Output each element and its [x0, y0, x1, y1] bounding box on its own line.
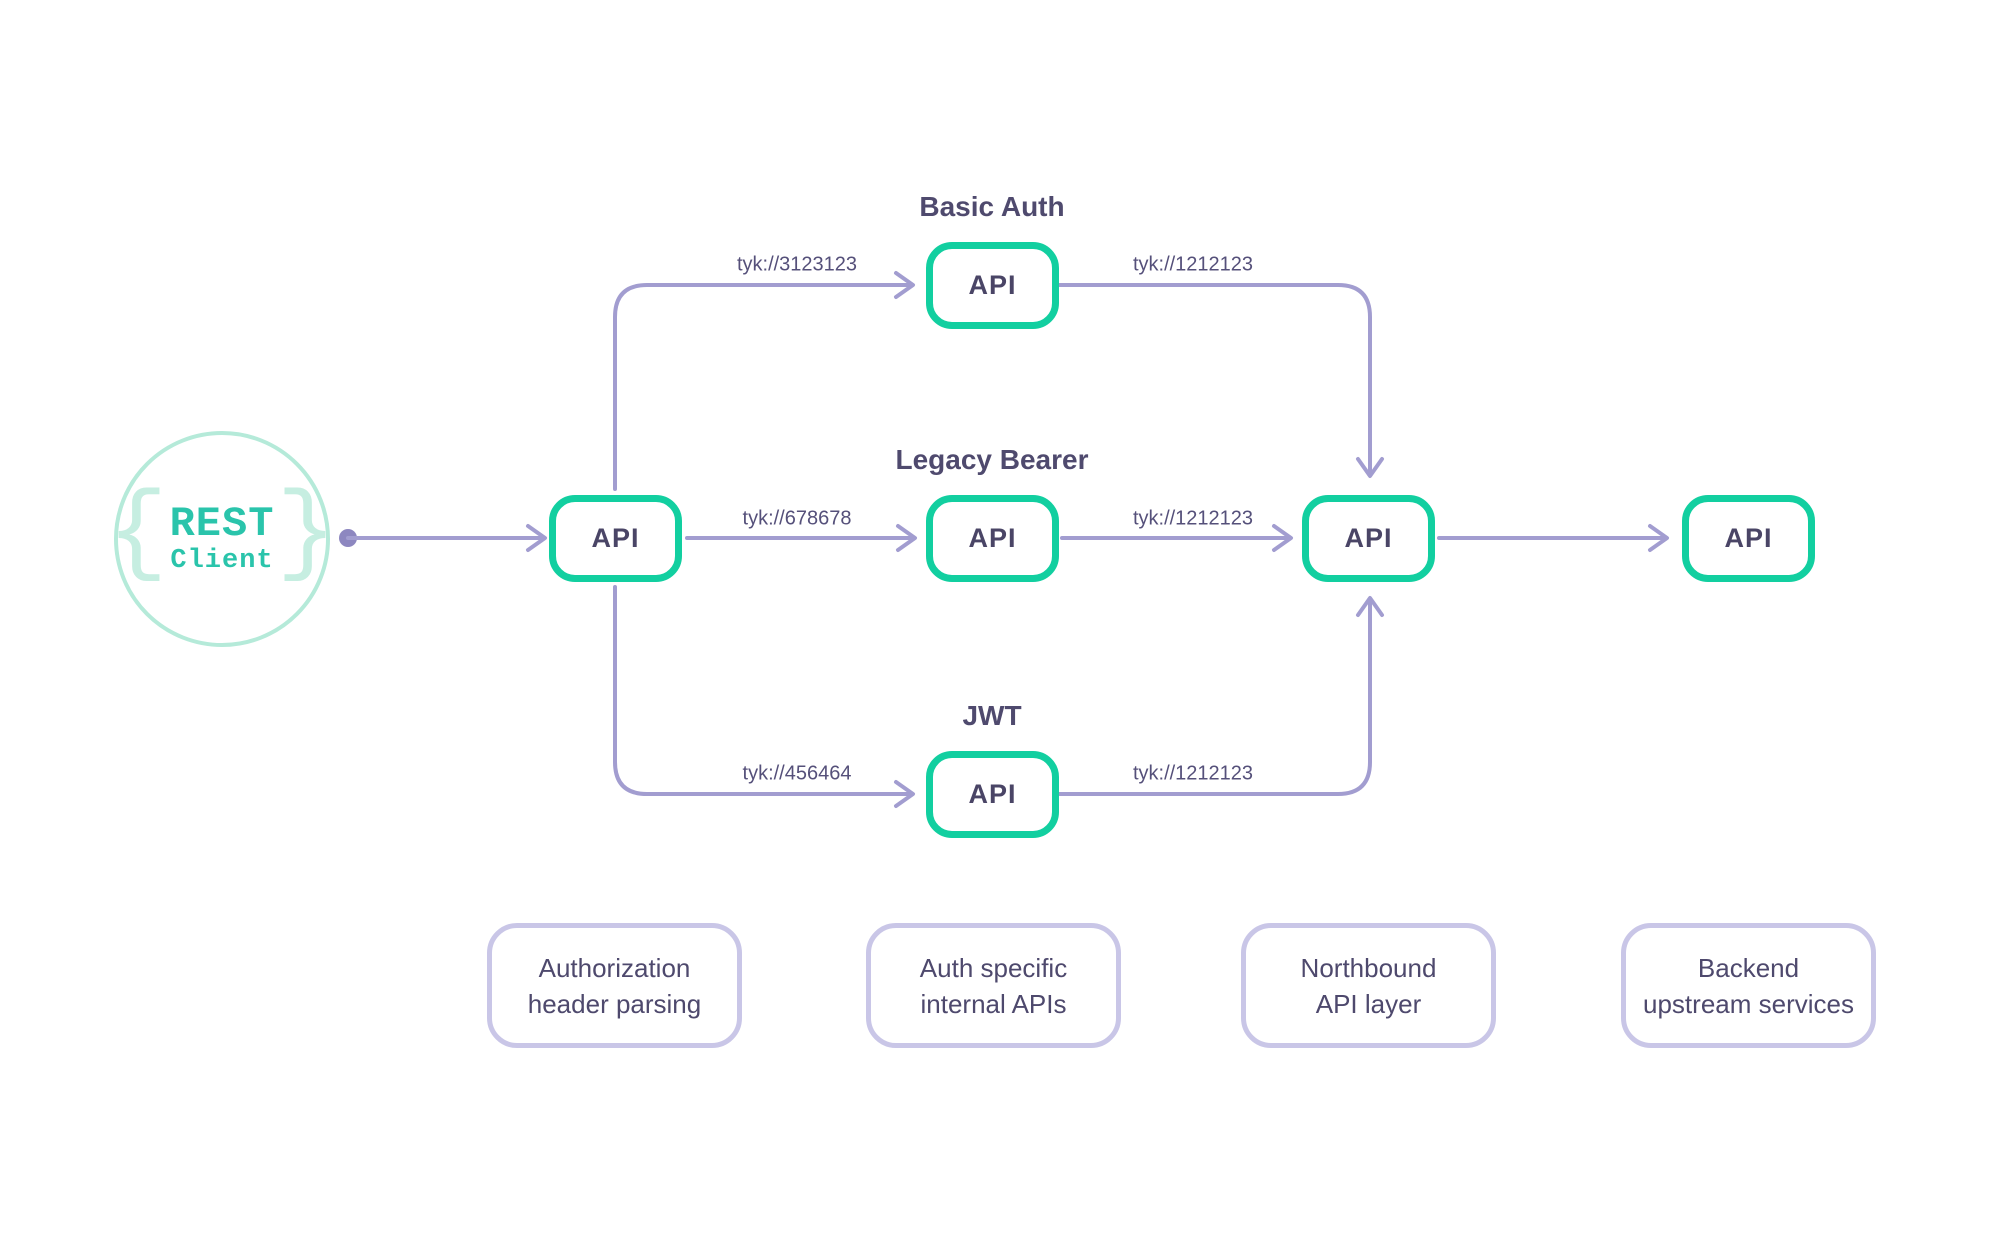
rest-client-words: REST Client — [170, 502, 275, 576]
note-line-2: API layer — [1315, 988, 1422, 1019]
api-node-northbound: API — [1302, 495, 1435, 582]
group-title-jwt: JWT — [962, 700, 1022, 731]
api-node-label: API — [968, 270, 1017, 300]
note-backend-upstream-services: Backend upstream services — [1621, 923, 1876, 1048]
note-line-2: upstream services — [1643, 988, 1854, 1019]
left-brace-icon: { — [107, 478, 168, 591]
arrowhead-right-icon — [526, 524, 547, 552]
edge-label-gateway-to-legacy: tyk://678678 — [742, 507, 852, 530]
edge-jwt-to-northbound — [1057, 601, 1372, 796]
arrowhead-up-icon — [1356, 596, 1384, 617]
edge-label-basic-to-northbound: tyk://1212123 — [1132, 253, 1254, 276]
note-authorization-header-parsing: Authorization header parsing — [487, 923, 742, 1048]
arrowhead-down-icon — [1356, 457, 1384, 478]
api-node-legacy-bearer: API — [926, 495, 1059, 582]
edge-basic-to-northbound — [1057, 283, 1372, 473]
arrowhead-right-icon — [1648, 524, 1669, 552]
arrowhead-right-icon — [894, 780, 915, 808]
group-title-legacy-bearer: Legacy Bearer — [895, 444, 1089, 475]
rest-client-title: REST — [169, 500, 275, 548]
api-node-label: API — [1724, 523, 1773, 553]
rest-client-node: { REST Client } — [108, 431, 336, 647]
api-node-basic-auth: API — [926, 242, 1059, 329]
note-northbound-api-layer: Northbound API layer — [1241, 923, 1496, 1048]
edge-label-gateway-to-basic: tyk://3123123 — [736, 253, 858, 276]
note-line-1: Authorization — [538, 952, 691, 983]
rest-client-logo: { REST Client } — [108, 485, 337, 589]
edge-label-legacy-to-northbound: tyk://1212123 — [1132, 507, 1254, 530]
api-node-label: API — [968, 523, 1017, 553]
edge-label-gateway-to-jwt: tyk://456464 — [742, 762, 852, 785]
note-line-1: Backend — [1697, 952, 1800, 983]
edge-gateway-to-basic — [613, 283, 910, 491]
note-line-2: header parsing — [527, 988, 702, 1019]
edge-label-jwt-to-northbound: tyk://1212123 — [1132, 762, 1254, 785]
api-node-backend: API — [1682, 495, 1815, 582]
arrowhead-right-icon — [896, 524, 917, 552]
api-node-label: API — [1344, 523, 1393, 553]
note-line-1: Auth specific — [919, 952, 1068, 983]
arrowhead-right-icon — [1272, 524, 1293, 552]
edge-gateway-to-jwt — [613, 585, 910, 796]
note-line-1: Northbound — [1300, 952, 1437, 983]
group-title-basic-auth: Basic Auth — [919, 191, 1065, 222]
api-node-label: API — [968, 779, 1017, 809]
api-node-jwt: API — [926, 751, 1059, 838]
rest-client-subtitle: Client — [170, 546, 274, 576]
api-node-label: API — [591, 523, 640, 553]
note-auth-specific-internal-apis: Auth specific internal APIs — [866, 923, 1121, 1048]
right-brace-icon: } — [276, 478, 337, 591]
note-line-2: internal APIs — [920, 988, 1067, 1019]
api-node-gateway: API — [549, 495, 682, 582]
arrowhead-right-icon — [894, 271, 915, 299]
